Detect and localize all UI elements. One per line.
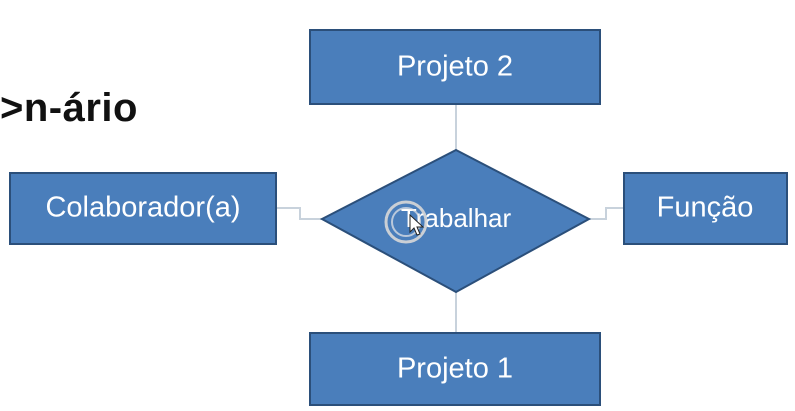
entity-colaborador: Colaborador(a): [9, 172, 277, 245]
slide-heading: >n-ário: [0, 86, 138, 130]
relationship-trabalhar: Trabalhar: [319, 148, 592, 294]
connector-funcao: [589, 207, 624, 220]
entity-projeto2-label: Projeto 2: [397, 51, 513, 83]
mouse-cursor-icon: [384, 200, 428, 244]
entity-projeto1-label: Projeto 1: [397, 353, 513, 385]
entity-funcao-label: Função: [657, 192, 754, 224]
entity-funcao: Função: [623, 172, 788, 245]
entity-colaborador-label: Colaborador(a): [45, 192, 240, 224]
entity-projeto2: Projeto 2: [309, 29, 601, 105]
connector-colaborador: [276, 207, 322, 220]
entity-projeto1: Projeto 1: [309, 332, 601, 406]
